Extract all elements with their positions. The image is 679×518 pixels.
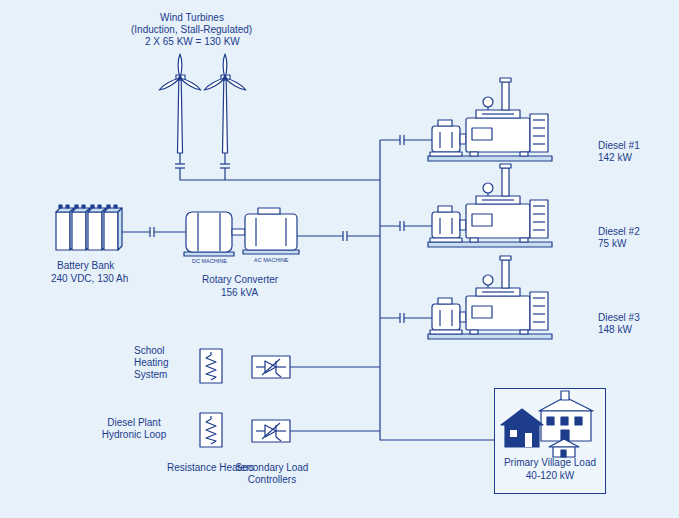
capacitor-symbol [220,164,230,168]
component-label: 148 kW [598,324,632,336]
component-label: 2 X 65 KW = 130 KW [145,36,240,48]
secondary-load [252,420,290,442]
battery-bank [104,205,122,250]
battery-bank [72,205,90,250]
component-label: DC MACHINE [192,258,227,265]
load-box: Primary Village Load40-120 kW [494,388,606,494]
wind-turbines [203,54,246,153]
wind-turbines [158,54,201,153]
component-label: (Induction, Stall-Regulated) [131,24,252,36]
component-label: 75 kW [598,238,626,250]
rotary-converter [197,213,198,251]
village-houses [505,425,539,447]
ac-bus-wiring [122,140,494,440]
rotary-converter [258,208,280,214]
capacitor-symbol [343,231,347,241]
ac-bus-wiring [297,235,380,236]
village-houses [561,450,566,457]
component-label: AC MACHINE [254,257,289,264]
component-label: Diesel Plant Hydronic Loop [95,417,173,441]
component-label: Wind Turbines [160,12,224,24]
village-houses [510,430,517,437]
village-houses [501,391,593,457]
secondary-load [200,413,222,447]
village-houses [549,439,579,447]
diesel-genset [428,78,552,339]
rotary-converter [219,213,220,251]
rotary-converter [186,212,232,252]
rotary-converter [184,252,234,256]
capacitor-symbol [400,313,404,323]
village-houses [575,417,582,425]
component-label: Diesel #2 [598,226,640,238]
rotary-converter [255,218,256,246]
ac-bus-wiring [380,225,432,226]
capacitor-symbol [150,135,404,323]
load-name: Primary Village Load [495,457,605,470]
village-houses [525,433,532,447]
ac-bus-wiring [380,139,432,140]
diesel-genset [428,164,552,247]
diesel-genset [428,256,552,339]
capacitor-symbol [150,227,154,237]
capacitor-symbol [400,135,404,145]
village-houses [553,447,575,457]
rotary-converter [285,218,286,246]
secondary-load [200,349,290,447]
village-houses [501,409,543,425]
component-label: Rotary Converter [202,274,278,286]
battery-bank [56,205,74,250]
village-houses [561,417,568,425]
wind-turbines [158,54,246,153]
ac-bus-wiring [290,430,380,431]
village-houses [541,411,591,441]
component-label: 156 kVA [221,287,258,299]
capacitor-symbol [400,221,404,231]
capacitor-symbol [175,164,185,168]
component-label: Diesel #3 [598,312,640,324]
load-text-group: Primary Village Load40-120 kW [495,457,605,482]
secondary-load [252,356,290,378]
village-houses [547,417,554,425]
village-houses [495,389,607,459]
load-rating: 40-120 kW [495,470,605,483]
village-houses [561,391,569,400]
component-label: 240 VDC, 130 Ah [51,273,128,285]
ac-bus-wiring [180,153,380,180]
rotary-converter [243,250,299,254]
diesel-genset [428,78,552,161]
ac-bus-wiring [290,366,380,367]
rotary-converter [245,214,297,250]
battery-bank [88,205,106,250]
component-label: Diesel #1 [598,140,640,152]
component-label: School Heating System [134,345,168,381]
ac-bus-wiring [380,317,432,318]
secondary-load [200,349,222,383]
component-label: Battery Bank [57,260,114,272]
battery-bank [56,205,122,250]
component-label: 142 kW [598,152,632,164]
component-label: Secondary Load Controllers [229,462,315,486]
rotary-converter [184,208,299,256]
rotary-converter [232,229,245,235]
